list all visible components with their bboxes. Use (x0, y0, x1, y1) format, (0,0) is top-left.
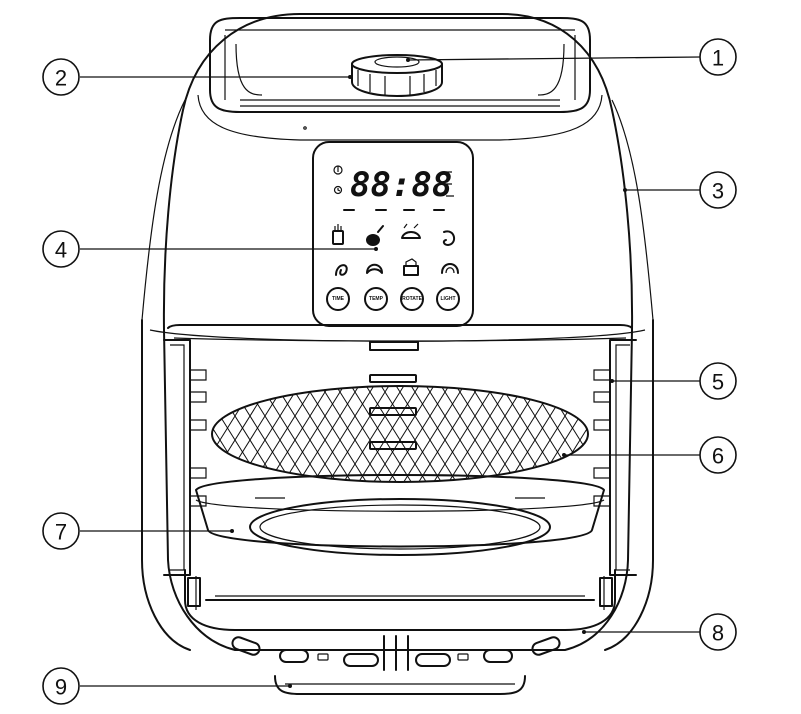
preset-icons-row-1 (332, 223, 456, 246)
mesh-rack (211, 385, 589, 483)
door-base (184, 569, 616, 631)
time-button[interactable]: TIME (326, 287, 350, 311)
callout-8: 8 (699, 613, 737, 651)
callout-4-label: 4 (55, 238, 67, 263)
vent-slots (231, 635, 561, 671)
light-button-label: LIGHT (441, 296, 456, 302)
temp-button[interactable]: TEMP (364, 287, 388, 311)
callout-1-label: 1 (712, 46, 724, 71)
callout-3: 3 (699, 171, 737, 209)
callout-5-label: 5 (712, 370, 724, 395)
bottom-drip-drawer (274, 675, 526, 695)
callout-2: 2 (42, 58, 80, 96)
light-button[interactable]: LIGHT (436, 287, 460, 311)
callout-7-label: 7 (55, 520, 67, 545)
callouts: 1 2 3 4 5 6 7 8 (42, 38, 737, 705)
cake-icon[interactable] (403, 258, 419, 276)
leader-lines (80, 56, 701, 688)
callout-9-label: 9 (55, 675, 67, 700)
callout-6: 6 (699, 436, 737, 474)
callout-4: 4 (42, 230, 80, 268)
time-button-label: TIME (332, 296, 345, 302)
led-display: 88:88 (350, 165, 452, 205)
dehydrate-icon[interactable] (441, 263, 459, 274)
fries-icon[interactable] (332, 224, 344, 245)
callout-1: 1 (699, 38, 737, 76)
callout-7: 7 (42, 512, 80, 550)
callout-6-label: 6 (712, 444, 724, 469)
lid (197, 17, 603, 141)
temp-button-label: TEMP (369, 296, 384, 302)
callout-3-label: 3 (712, 179, 724, 204)
chicken-icon[interactable] (401, 223, 421, 239)
shrimp-icon[interactable] (442, 230, 456, 246)
vegetable-icon[interactable] (366, 263, 383, 274)
preset-icons-row-2 (335, 258, 459, 276)
cooking-chamber (163, 324, 637, 576)
drumstick-icon[interactable] (366, 225, 384, 246)
drip-tray (195, 474, 605, 556)
control-knob (351, 54, 443, 97)
control-panel: 88:88 (312, 141, 474, 327)
fish-icon[interactable] (335, 264, 348, 276)
rotate-button[interactable]: ROTATE (400, 287, 424, 311)
callout-5: 5 (699, 362, 737, 400)
callout-9: 9 (42, 667, 80, 705)
rotate-button-label: ROTATE (402, 296, 422, 302)
panel-buttons: TIME TEMP ROTATE LIGHT (326, 287, 460, 311)
callout-8-label: 8 (712, 621, 724, 646)
rotisserie-rods (369, 374, 417, 450)
callout-2-label: 2 (55, 66, 67, 91)
